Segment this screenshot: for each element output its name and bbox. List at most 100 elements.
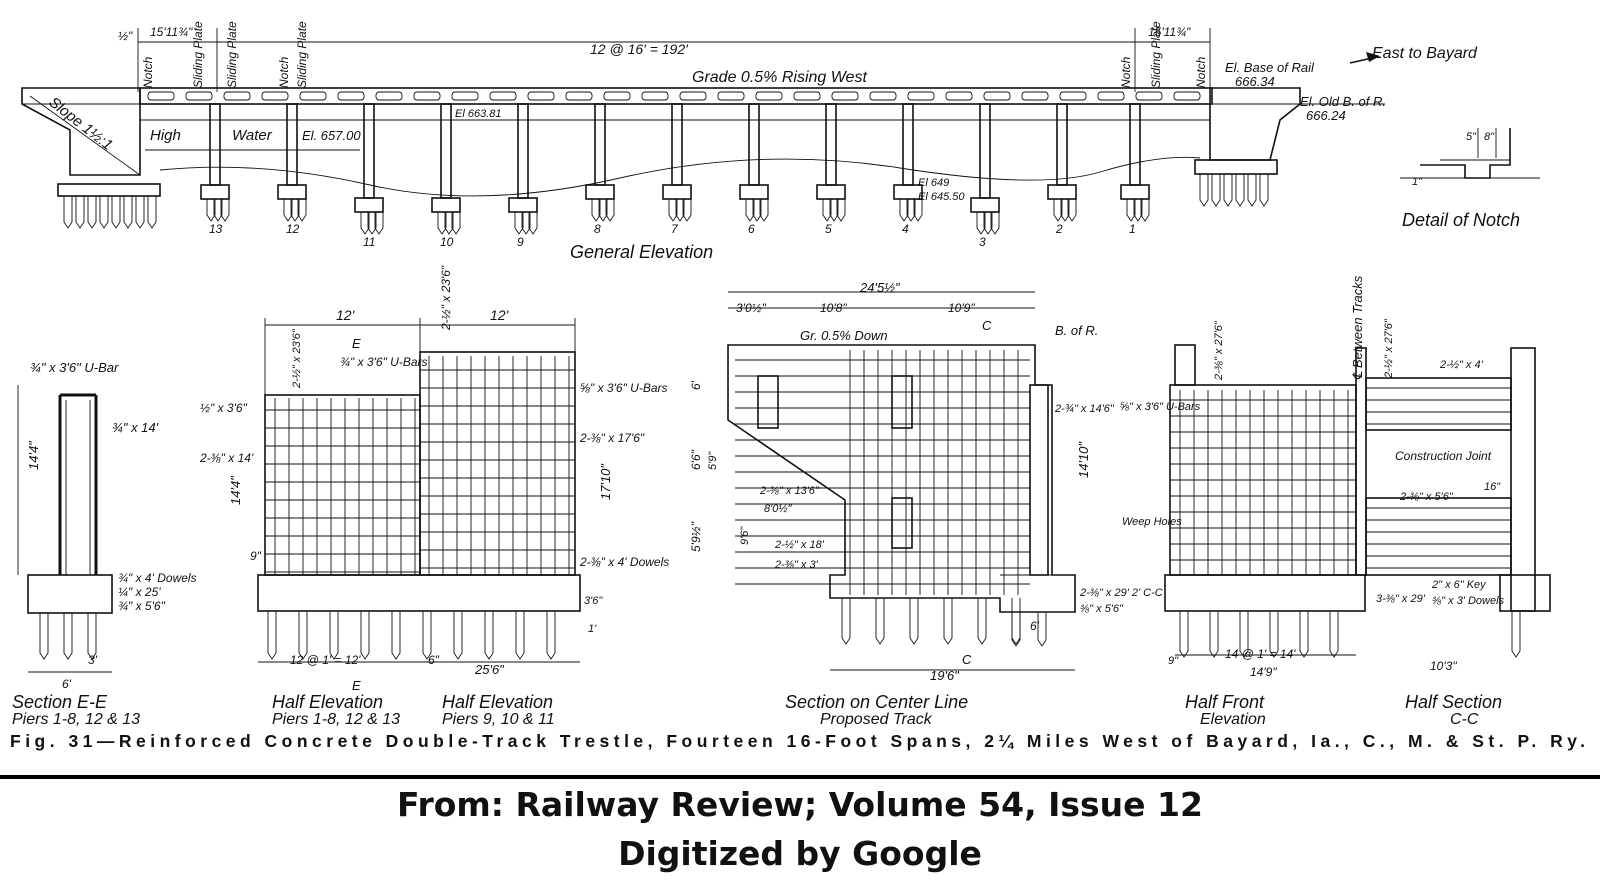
pile	[909, 598, 919, 645]
section-cc-bottom: 10'3"	[1430, 659, 1457, 673]
elevation-645: El 645.50	[918, 191, 965, 203]
pile	[1269, 611, 1279, 658]
pier-number: 6	[748, 222, 755, 236]
cut-e-bottom: E	[352, 678, 361, 693]
pile	[1011, 598, 1021, 645]
section-cc-bar-b: 2-⅜" x 5'6"	[1399, 491, 1454, 503]
pile	[752, 199, 762, 222]
pile	[1223, 174, 1233, 207]
center-dim-66: 6'6"	[689, 449, 703, 470]
section-cc-joint: Construction Joint	[1395, 449, 1492, 463]
center-grade: Gr. 0.5% Down	[800, 328, 888, 343]
pile	[1140, 199, 1150, 222]
pile	[220, 199, 230, 222]
pile	[360, 611, 370, 660]
deck-slot	[1021, 91, 1049, 101]
pier-number: 10	[440, 235, 454, 249]
pile	[682, 199, 692, 222]
pile	[1247, 174, 1257, 207]
front-weep: Weep Holes	[1122, 516, 1182, 528]
center-bar-d: 2-⅜" x 3'	[774, 559, 819, 571]
section-center-line: 24'5½" 3'0½" 10'8" 10'9" Gr. 0.5% Down C…	[689, 280, 1163, 728]
pier-footing	[508, 197, 538, 213]
pile	[1211, 174, 1221, 207]
pier-number: 13	[209, 222, 223, 236]
pile	[453, 611, 463, 660]
sliding-plate-label: Sliding Plate	[225, 21, 239, 88]
deck-slot	[831, 91, 859, 101]
elevation-663: El 663.81	[455, 108, 501, 120]
ee-ubar: ¾" x 3'6" U-Bar	[30, 360, 119, 375]
section-cc-bar-a: 2-½" x 4'	[1439, 359, 1484, 371]
center-dim-6: 6'	[689, 380, 703, 390]
pier-footing	[970, 197, 1000, 213]
center-b-of-r: B. of R.	[1055, 323, 1098, 338]
pile	[444, 212, 454, 235]
pile	[484, 611, 494, 660]
sliding-plate-label: Sliding Plate	[1149, 21, 1163, 88]
center-dim-a: 3'0½"	[736, 301, 767, 315]
water-label: Water	[232, 127, 273, 144]
pier-footing	[354, 197, 384, 213]
detail-of-notch-title: Detail of Notch	[1402, 210, 1520, 230]
pile	[605, 199, 615, 222]
half-elev-a-width: 12'	[336, 307, 356, 323]
pile	[829, 199, 839, 222]
pier-footing	[1120, 184, 1150, 200]
pile	[1067, 199, 1077, 222]
pier-number: 3	[979, 235, 986, 249]
deck-slot	[337, 91, 365, 101]
cut-e-top: E	[352, 336, 361, 351]
center-dim-96: 9'6"	[739, 526, 751, 545]
elevation-649: El 649	[918, 177, 949, 189]
pier-shaft	[748, 103, 760, 186]
pile	[977, 598, 987, 645]
half-elev-b-height: 17'10"	[598, 463, 613, 500]
pile	[87, 613, 97, 660]
east-label: East to Bayard	[1372, 45, 1478, 62]
high-water-label: High	[150, 127, 181, 144]
deck-slot	[451, 91, 479, 101]
pier-number: 2	[1055, 222, 1063, 236]
pier-footing	[662, 184, 692, 200]
pier-footing	[739, 184, 769, 200]
pier-number: 11	[363, 235, 375, 249]
pile	[913, 199, 923, 222]
center-dim-80: 8'0½"	[764, 503, 793, 515]
pile	[745, 199, 755, 222]
pier-shaft	[671, 103, 683, 186]
general-elevation: ½" 15'11¾" 12 @ 16' = 192' 15'11¾" Notch…	[21, 21, 1478, 262]
half-elev-b-dowels: 2-⅜" x 4' Dowels	[579, 555, 669, 569]
pile	[1209, 611, 1219, 658]
front-title: Half Front	[1185, 692, 1265, 712]
pile	[1299, 611, 1309, 658]
center-dim-b: 10'8"	[820, 301, 847, 315]
pile	[943, 598, 953, 645]
pile	[591, 199, 601, 222]
pile	[1060, 199, 1070, 222]
deck-slot	[489, 91, 517, 101]
center-dim-6b: 6'	[1030, 619, 1040, 633]
pier-number: 9	[517, 235, 524, 249]
center-dim-c: 10'9"	[948, 301, 975, 315]
pile	[875, 598, 885, 645]
half-elev-bottom-b: 6"	[428, 653, 440, 667]
front-dim-9: 9"	[1168, 655, 1179, 667]
half-elev-top-bar: 2-½" x 23'6"	[439, 265, 453, 331]
front-between-tracks: ℄ Between Tracks	[1350, 275, 1365, 380]
pile	[391, 611, 401, 660]
half-elev-a-title: Half Elevation	[272, 692, 383, 712]
pile	[297, 199, 307, 222]
deck-slot	[1135, 91, 1163, 101]
pile	[546, 611, 556, 660]
section-ee-title: Section E-E	[12, 692, 108, 712]
detail-of-notch: 5" 8" 1" Detail of Notch	[1400, 128, 1540, 230]
deck-slot	[755, 91, 783, 101]
pile	[1179, 611, 1189, 658]
notch-label: Notch	[1194, 56, 1208, 88]
pile	[1235, 174, 1245, 207]
credit-source: From: Railway Review; Volume 54, Issue 1…	[397, 785, 1203, 824]
pile	[1329, 611, 1339, 658]
section-cc-dowels: ⅜" x 3' Dowels	[1432, 595, 1505, 607]
pile	[1011, 612, 1021, 647]
